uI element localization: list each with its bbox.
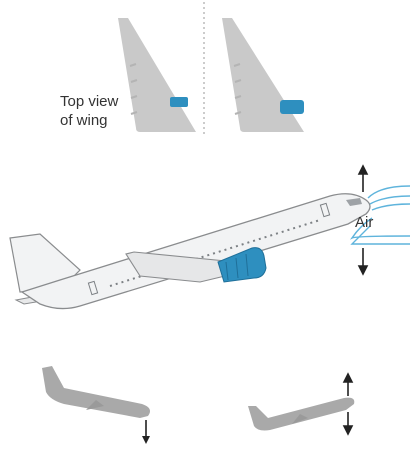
engine-nacelle bbox=[217, 247, 267, 283]
engine-left-icon bbox=[170, 97, 188, 107]
arrows-up-down-right bbox=[342, 372, 354, 436]
plane-silhouette-pitch-down bbox=[42, 366, 150, 444]
wing-label-line1: Top view bbox=[60, 93, 119, 110]
plane-silhouette-balanced bbox=[248, 372, 355, 436]
nose-force-arrows bbox=[357, 164, 369, 276]
wing-top-view-right bbox=[222, 18, 304, 132]
fuselage bbox=[20, 193, 371, 310]
wing-left-shape bbox=[118, 18, 196, 132]
wing-top-view-left bbox=[118, 18, 196, 132]
main-airplane bbox=[9, 193, 371, 310]
wing-right-shape bbox=[222, 18, 304, 132]
front-door bbox=[319, 202, 331, 218]
engine-right-icon bbox=[280, 100, 304, 114]
rear-door bbox=[87, 280, 99, 296]
flap-marks-left bbox=[129, 63, 138, 115]
wing-top-view-label: Top view of wing bbox=[60, 92, 118, 130]
flap-marks-right bbox=[233, 63, 242, 115]
wing-label-line2: of wing bbox=[60, 112, 108, 129]
cockpit-window bbox=[346, 198, 362, 206]
air-flow-lines bbox=[349, 185, 411, 245]
air-label: Air bbox=[355, 214, 374, 231]
